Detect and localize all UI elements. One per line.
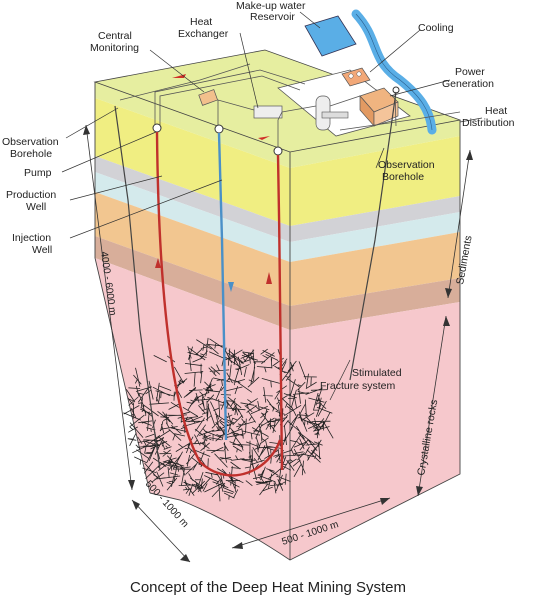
basement-left	[95, 258, 290, 560]
label-production-well-2: Well	[26, 201, 46, 213]
label-heat-distribution-1: Heat	[485, 105, 507, 117]
injection-well	[217, 132, 228, 441]
arrow-production-right-up	[266, 272, 272, 284]
label-heat-exchanger-1: Heat	[190, 16, 212, 28]
label-heat-exchanger-2: Exchanger	[178, 28, 229, 40]
wellhead-production-right	[273, 146, 283, 156]
label-power-generation-2: Generation	[442, 78, 494, 90]
stratum-brown-right	[290, 278, 460, 330]
dimension-arrowheads	[83, 125, 473, 562]
turbine	[315, 95, 349, 131]
label-injection-well-2: Well	[32, 244, 52, 256]
label-power-generation-1: Power	[455, 66, 485, 78]
wellhead-observation-left	[152, 123, 162, 133]
label-heat-distribution-2: Distribution	[462, 117, 515, 129]
boreholes	[114, 91, 397, 477]
left-face-strata	[95, 82, 290, 560]
arrow-production-left-up	[155, 258, 161, 268]
label-central-monitoring-2: Monitoring	[90, 42, 139, 54]
stratum-surface-left	[95, 82, 290, 168]
label-production-well-1: Production	[6, 189, 56, 201]
label-cooling: Cooling	[418, 22, 454, 34]
arrow-injection-down	[228, 282, 234, 292]
surface-plant	[119, 9, 461, 156]
cooling-tower	[341, 67, 371, 87]
label-central-monitoring-1: Central	[98, 30, 132, 42]
labels: Make-up water Reservoir Heat Exchanger C…	[2, 0, 515, 548]
observation-borehole-left	[114, 105, 161, 471]
label-observation-borehole-left-2: Borehole	[10, 148, 52, 160]
stratum-orange-left	[95, 192, 290, 306]
stratum-yellow-left	[95, 98, 290, 226]
label-observation-borehole-right-1: Observation	[378, 159, 435, 171]
stratum-grey-left	[95, 156, 290, 242]
label-fracture-system-2: Fracture system	[320, 380, 396, 392]
stratum-surface-right	[290, 120, 460, 168]
leader-lines	[61, 11, 483, 401]
label-pump: Pump	[24, 167, 52, 179]
wellheads	[152, 86, 400, 156]
river-edge	[355, 13, 433, 131]
label-observation-borehole-right-2: Borehole	[382, 171, 424, 183]
block-outline	[94, 82, 461, 561]
monitoring-station	[198, 89, 219, 106]
power-house	[359, 87, 399, 127]
stratum-grey-right	[290, 196, 460, 242]
label-makeup-water-1: Make-up water	[236, 0, 306, 12]
label-observation-borehole-left-1: Observation	[2, 136, 59, 148]
stratum-orange-right	[290, 232, 460, 306]
stratum-brown-left	[95, 236, 290, 330]
label-makeup-water-2: Reservoir	[250, 11, 295, 23]
stratum-blue-left	[95, 172, 290, 262]
label-fracture-system-1: Stimulated	[352, 367, 402, 379]
right-face-strata	[290, 120, 460, 560]
diagram-caption: Concept of the Deep Heat Mining System	[130, 579, 406, 596]
surface-piping	[119, 63, 461, 150]
production-well-left	[155, 131, 282, 477]
dimension-lines	[85, 124, 471, 563]
production-well-right	[276, 154, 284, 471]
wellhead-injection	[214, 124, 224, 134]
well-flow-arrows	[155, 258, 272, 292]
label-injection-well-1: Injection	[12, 232, 51, 244]
observation-borehole-right	[349, 91, 397, 381]
